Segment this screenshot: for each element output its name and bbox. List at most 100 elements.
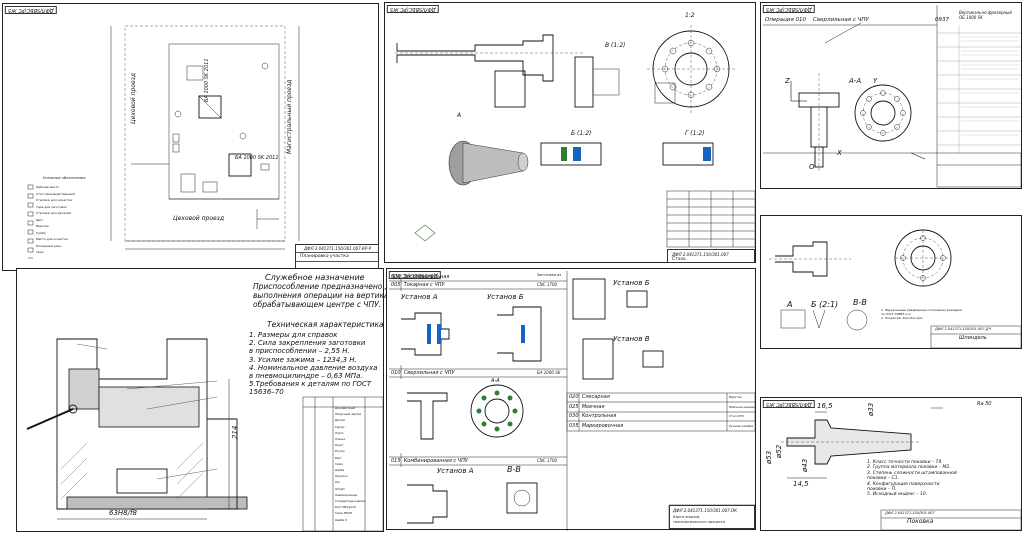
legend-title: Условные обозначения (43, 176, 86, 180)
route-row-005-machine: CNC 1700 (537, 282, 558, 287)
spec-row: Плита (335, 431, 344, 435)
legend-item: Верстак (36, 224, 49, 228)
label-vv: В-В (853, 298, 867, 307)
setup-b-label: Установ Б (487, 293, 524, 301)
row-num: 005 (391, 282, 401, 288)
dim-d52: ø52 (775, 444, 783, 458)
scale-label: 1:2 (685, 12, 695, 19)
op-name: Сверлильная с ЧПУ (813, 17, 869, 23)
op-machine: Вертикально-фрезерный ОБ 1000 SK (959, 10, 1012, 20)
op-header: Операция 010 (765, 17, 807, 23)
route-row-015-machine: CNC 1700 (537, 458, 558, 463)
sheet-sub: технологического процесса (673, 520, 725, 524)
spec-item: в пневмоцилиндре – 0,63 МПа. (249, 372, 363, 381)
section-b-label: В (1:2) (605, 42, 626, 49)
shaft-notes: 1. Неуказанные предельные отклонения раз… (881, 308, 962, 320)
route-right-row: 025 Моечная (569, 403, 605, 410)
spec-item: 3. Усилие зажима – 1234,3 Н. (249, 355, 357, 364)
purpose-line: выполнения операции на вертикально (253, 291, 408, 300)
spec-row: Винт (335, 456, 342, 460)
aisle-bottom-label: Цеховой проезд (173, 215, 225, 222)
spec-row: Стандартные изделия (335, 500, 366, 504)
legend-item: Место для оснастки (36, 237, 68, 241)
blank-code: ДФЛ 2.041371.150/301.007 (885, 511, 935, 515)
spec-row: Шайба (335, 469, 345, 473)
title-block: ДФЛ 2.041371.150/301.007 Сталь (667, 249, 755, 263)
legend-item: Щит (36, 217, 43, 222)
section-aa-label: А-А (491, 378, 500, 384)
note-line: 5. Исходный индекс – 10. (867, 492, 928, 498)
title-block: ДФЛ 2.041371.150/301.007.ОК Карта эскизо… (669, 505, 755, 529)
purpose-text: Приспособление предназначено для выполне… (253, 282, 407, 309)
sheet-name: Карта эскизов (673, 515, 700, 519)
route-row-000: 000 Заготовительная (391, 274, 450, 281)
spec-row: Болт М8-6g×25 (335, 506, 356, 510)
note-line: поковки – С1. (867, 476, 900, 482)
spec-item: 5.Требования к деталям по ГОСТ (249, 380, 372, 389)
legend-item: Трап (36, 250, 44, 254)
label-a: А (787, 300, 793, 309)
spec-item: в приспособлении – 2,55 Н. (249, 347, 350, 356)
route-right-table: 020 Слесарная 025 Моечная 030 Контрольна… (569, 393, 623, 431)
purpose-line: обрабатывающем центре с ЧПУ. (253, 300, 382, 309)
blank-notes: 1. Класс точности поковки – Т4. 2. Групп… (867, 460, 957, 498)
layout-drawing (27, 25, 300, 259)
note-line: 2. Покрытие: Хим.Окс.прм (881, 316, 923, 320)
fixture-sheet: Служебное назначение Приспособление пред… (16, 268, 407, 532)
machine-2-label: БА 1000 SK 2011 (235, 155, 279, 161)
label-b: Б (2:1) (811, 300, 839, 309)
route-drawing (389, 271, 756, 531)
dim-16-5: 16,5 (817, 402, 833, 410)
spec-row: Пружина (335, 475, 348, 479)
note-line: 3. Степень сложности штампованной (867, 470, 957, 476)
axis-o: O (809, 163, 815, 171)
section-g-label: Г (1:2) (685, 130, 705, 137)
spec-row: Шайба 8 (335, 518, 347, 522)
op-code: 0937 (935, 17, 949, 23)
dim-d53: ø53 (765, 450, 773, 464)
legend-item: Рабочее место (36, 185, 60, 189)
title-code: ДФЛ 2.041371.150/301.007.КР-Р (304, 246, 372, 251)
spec-row: Сборочный чертеж (335, 413, 362, 417)
title-block: ДФЛ 2.041371.150/301.007.КР-Р Планировка… (295, 244, 379, 271)
route-row-005: 005 Токарная с ЧПУ (391, 282, 445, 289)
machine-cell: Стол ОТК (729, 414, 744, 418)
setup-a-label: Установ А (401, 293, 438, 301)
part-sheet: ДФЛ/SВБС(РС Ж5 (384, 2, 756, 263)
layout-sheet: ДФЛ/SВБС(РС Ж5 (2, 3, 379, 271)
row-op: Заготовительная (403, 274, 450, 280)
spec-title: Техническая характеристика (267, 320, 384, 329)
note-line: 2. Группа материала поковки – М2. (867, 465, 951, 471)
spec-list: 1. Размеры для справок 2. Сила закреплен… (249, 331, 377, 397)
spec-item: 4. Номинальное давление воздуха (249, 363, 378, 372)
legend-item: Пожарный кран (36, 243, 62, 248)
title-code: ДФЛ 2.041371.150/301.007 (672, 252, 729, 257)
spec-row: Штифт (335, 487, 345, 491)
spec-item: 2. Сила закрепления заготовки (249, 339, 366, 348)
setup-b2-label: Установ Б (613, 279, 650, 287)
view-a-label: А (457, 112, 462, 119)
machine-cell: Верстак (729, 395, 742, 399)
note-line: поковки – П. (867, 487, 897, 493)
dim-height: 214 (231, 425, 239, 439)
purpose-line: Приспособление предназначено для (253, 282, 400, 291)
spec-row: Гайка (335, 462, 343, 466)
fixture-drawing (26, 338, 384, 532)
purpose-title: Служебное назначение (265, 273, 365, 282)
shaft-drawing (769, 229, 1022, 349)
dim-d33: ø33 (867, 402, 875, 416)
shaft-sheet: А Б (2:1) В-В 1. Неуказанные предельные … (760, 215, 1022, 349)
blank-drawing (781, 407, 1022, 531)
route-row-010-machine: БА 1000 SK (537, 370, 561, 375)
spec-row: Планка (335, 438, 346, 442)
machine-cell: Моечная машина (729, 404, 757, 409)
legend-list: Рабочее место Стол производственный Стел… (36, 184, 75, 256)
spec-row: Втулка (335, 450, 345, 454)
operation-drawing (763, 5, 1022, 188)
spec-row: Корпус (335, 425, 345, 429)
row-op: Сверлильная с ЧПУ (403, 370, 455, 376)
axis-x: X (837, 149, 842, 157)
dim-bottom: 63H8/f8 (109, 509, 137, 517)
part-name: Шпиндель (959, 335, 987, 341)
spec-row: Детали (335, 419, 346, 423)
